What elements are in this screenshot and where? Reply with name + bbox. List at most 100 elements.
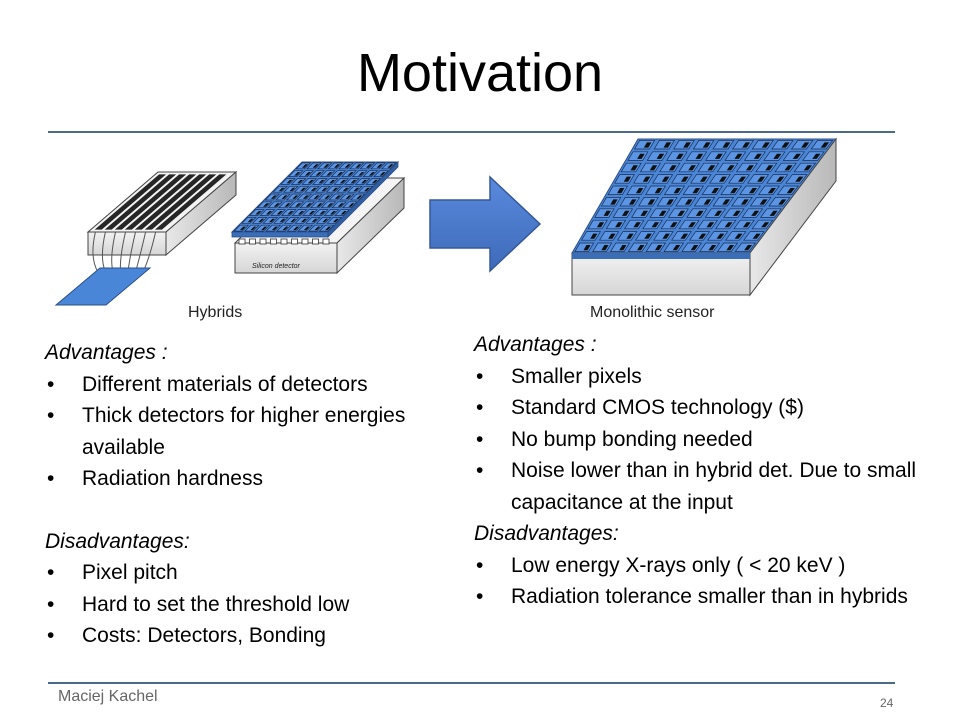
bump-bond [312, 238, 319, 245]
pixel-readout-mark [633, 222, 641, 228]
list-item: Radiation tolerance smaller than in hybr… [474, 581, 942, 613]
pixel-readout-mark [345, 195, 352, 199]
pixel-readout-mark [751, 210, 760, 216]
pixel-readout-mark [361, 179, 368, 184]
hybrid-chip-side [327, 161, 399, 238]
pixel-readout-mark [298, 211, 304, 215]
pixel-readout-mark [669, 222, 678, 228]
pixel-readout-mark [322, 218, 329, 223]
pixel-readout-mark [289, 187, 296, 192]
pixel-readout-mark [336, 172, 343, 176]
pixel-readout-mark [786, 188, 795, 194]
pixel-readout-mark [239, 226, 246, 231]
pixel-readout-mark [255, 211, 262, 215]
pixel-readout-mark [297, 179, 304, 184]
pixel-readout-mark [644, 233, 652, 239]
pixel-readout-mark [695, 210, 704, 216]
list-item: Costs: Detectors, Bonding [45, 620, 470, 652]
pixel-readout-mark [334, 195, 341, 199]
pixel-readout-mark [684, 199, 693, 205]
pixel-readout-mark [820, 142, 830, 148]
pixel-readout-mark [688, 165, 696, 171]
pixel-readout-mark [752, 233, 761, 239]
detector-strip [94, 174, 167, 230]
detector-strip [144, 174, 217, 230]
pixel-readout-mark [590, 233, 598, 239]
pixel-readout-mark [761, 142, 770, 148]
pixel-readout-mark [332, 218, 339, 223]
pixel-readout-mark [316, 203, 323, 207]
pixel-readout-mark [767, 188, 776, 194]
pixel-readout-mark [773, 153, 782, 159]
pixel-readout-mark [683, 142, 691, 148]
pixel-readout-mark [714, 153, 723, 159]
pixel-readout-mark [292, 195, 299, 199]
pixel-readout-mark [663, 142, 672, 148]
bump-bonds [238, 238, 330, 245]
pixel-readout-mark [738, 176, 746, 182]
pixel-readout-mark [711, 188, 720, 194]
bump-bond [291, 238, 298, 245]
pixel-readout-mark [332, 187, 338, 192]
pixel-readout-mark [649, 165, 658, 171]
pixel-readout-mark [312, 164, 319, 168]
list-item: Standard CMOS technology ($) [474, 392, 942, 424]
list-item: Different materials of detectors [45, 369, 470, 401]
pixel-readout-mark [706, 222, 715, 228]
pixel-readout-mark [676, 153, 684, 159]
pixel-readout-mark [310, 187, 317, 192]
pixel-readout-mark [703, 199, 712, 205]
pixel-readout-mark [364, 187, 370, 192]
detector-strip [104, 174, 177, 230]
list-item: Pixel pitch [45, 557, 470, 589]
pixel-readout-mark [334, 164, 340, 168]
strip-detector-side [165, 170, 237, 257]
pixel-readout-mark [781, 142, 790, 148]
pixel-readout-mark [271, 226, 278, 231]
pixel-readout-mark [311, 218, 318, 223]
bump-bond [322, 238, 330, 245]
pixel-readout-mark [714, 210, 723, 216]
pixel-readout-mark [371, 179, 378, 184]
pixel-readout-mark [350, 179, 357, 184]
pixel-readout-mark [387, 164, 394, 168]
pixel-readout-mark [673, 188, 682, 194]
pixel-readout-mark [610, 199, 618, 205]
monolithic-sensor-side [749, 137, 837, 297]
hybrid-pixel-illustration: Silicon detector [230, 161, 406, 275]
pixel-readout-mark [637, 153, 645, 159]
pixel-readout-mark [284, 203, 291, 207]
pixel-readout-mark [801, 142, 810, 148]
pixel-readout-mark [302, 164, 308, 168]
pixel-readout-mark [327, 203, 334, 207]
pixel-readout-mark [668, 165, 677, 171]
pixel-readout-mark [761, 222, 770, 228]
monolithic-sensor-caption: Monolithic sensor [590, 304, 715, 321]
hybrid-sensor-base-side [336, 176, 405, 275]
pixel-readout-mark [353, 187, 360, 192]
pixel-readout-mark [619, 245, 627, 251]
pixel-readout-mark [695, 153, 704, 159]
pixel-readout-mark [368, 172, 375, 176]
pixel-readout-mark [744, 245, 753, 251]
pixel-readout-mark [672, 245, 681, 251]
pixel-readout-mark [276, 211, 283, 215]
pixel-readout-mark [784, 165, 793, 171]
pixel-readout-mark [307, 179, 314, 184]
pixel-readout-mark [688, 222, 696, 228]
transition-arrow [429, 175, 542, 273]
pixel-readout-mark [702, 142, 711, 148]
pixel-readout-mark [654, 245, 663, 251]
pixel-readout-mark [626, 233, 634, 239]
list-item: No bump bonding needed [474, 424, 942, 456]
pixel-readout-mark [759, 199, 768, 205]
pixel-readout-mark [622, 210, 630, 216]
pixel-readout-mark [247, 218, 254, 223]
pixel-readout-mark [769, 210, 778, 216]
bump-bond [238, 238, 246, 245]
pixel-readout-mark [376, 164, 383, 168]
pixel-readout-mark [757, 176, 766, 182]
detector-strip [154, 174, 227, 230]
pixel-readout-mark [355, 164, 362, 168]
pixel-readout-mark [698, 233, 707, 239]
